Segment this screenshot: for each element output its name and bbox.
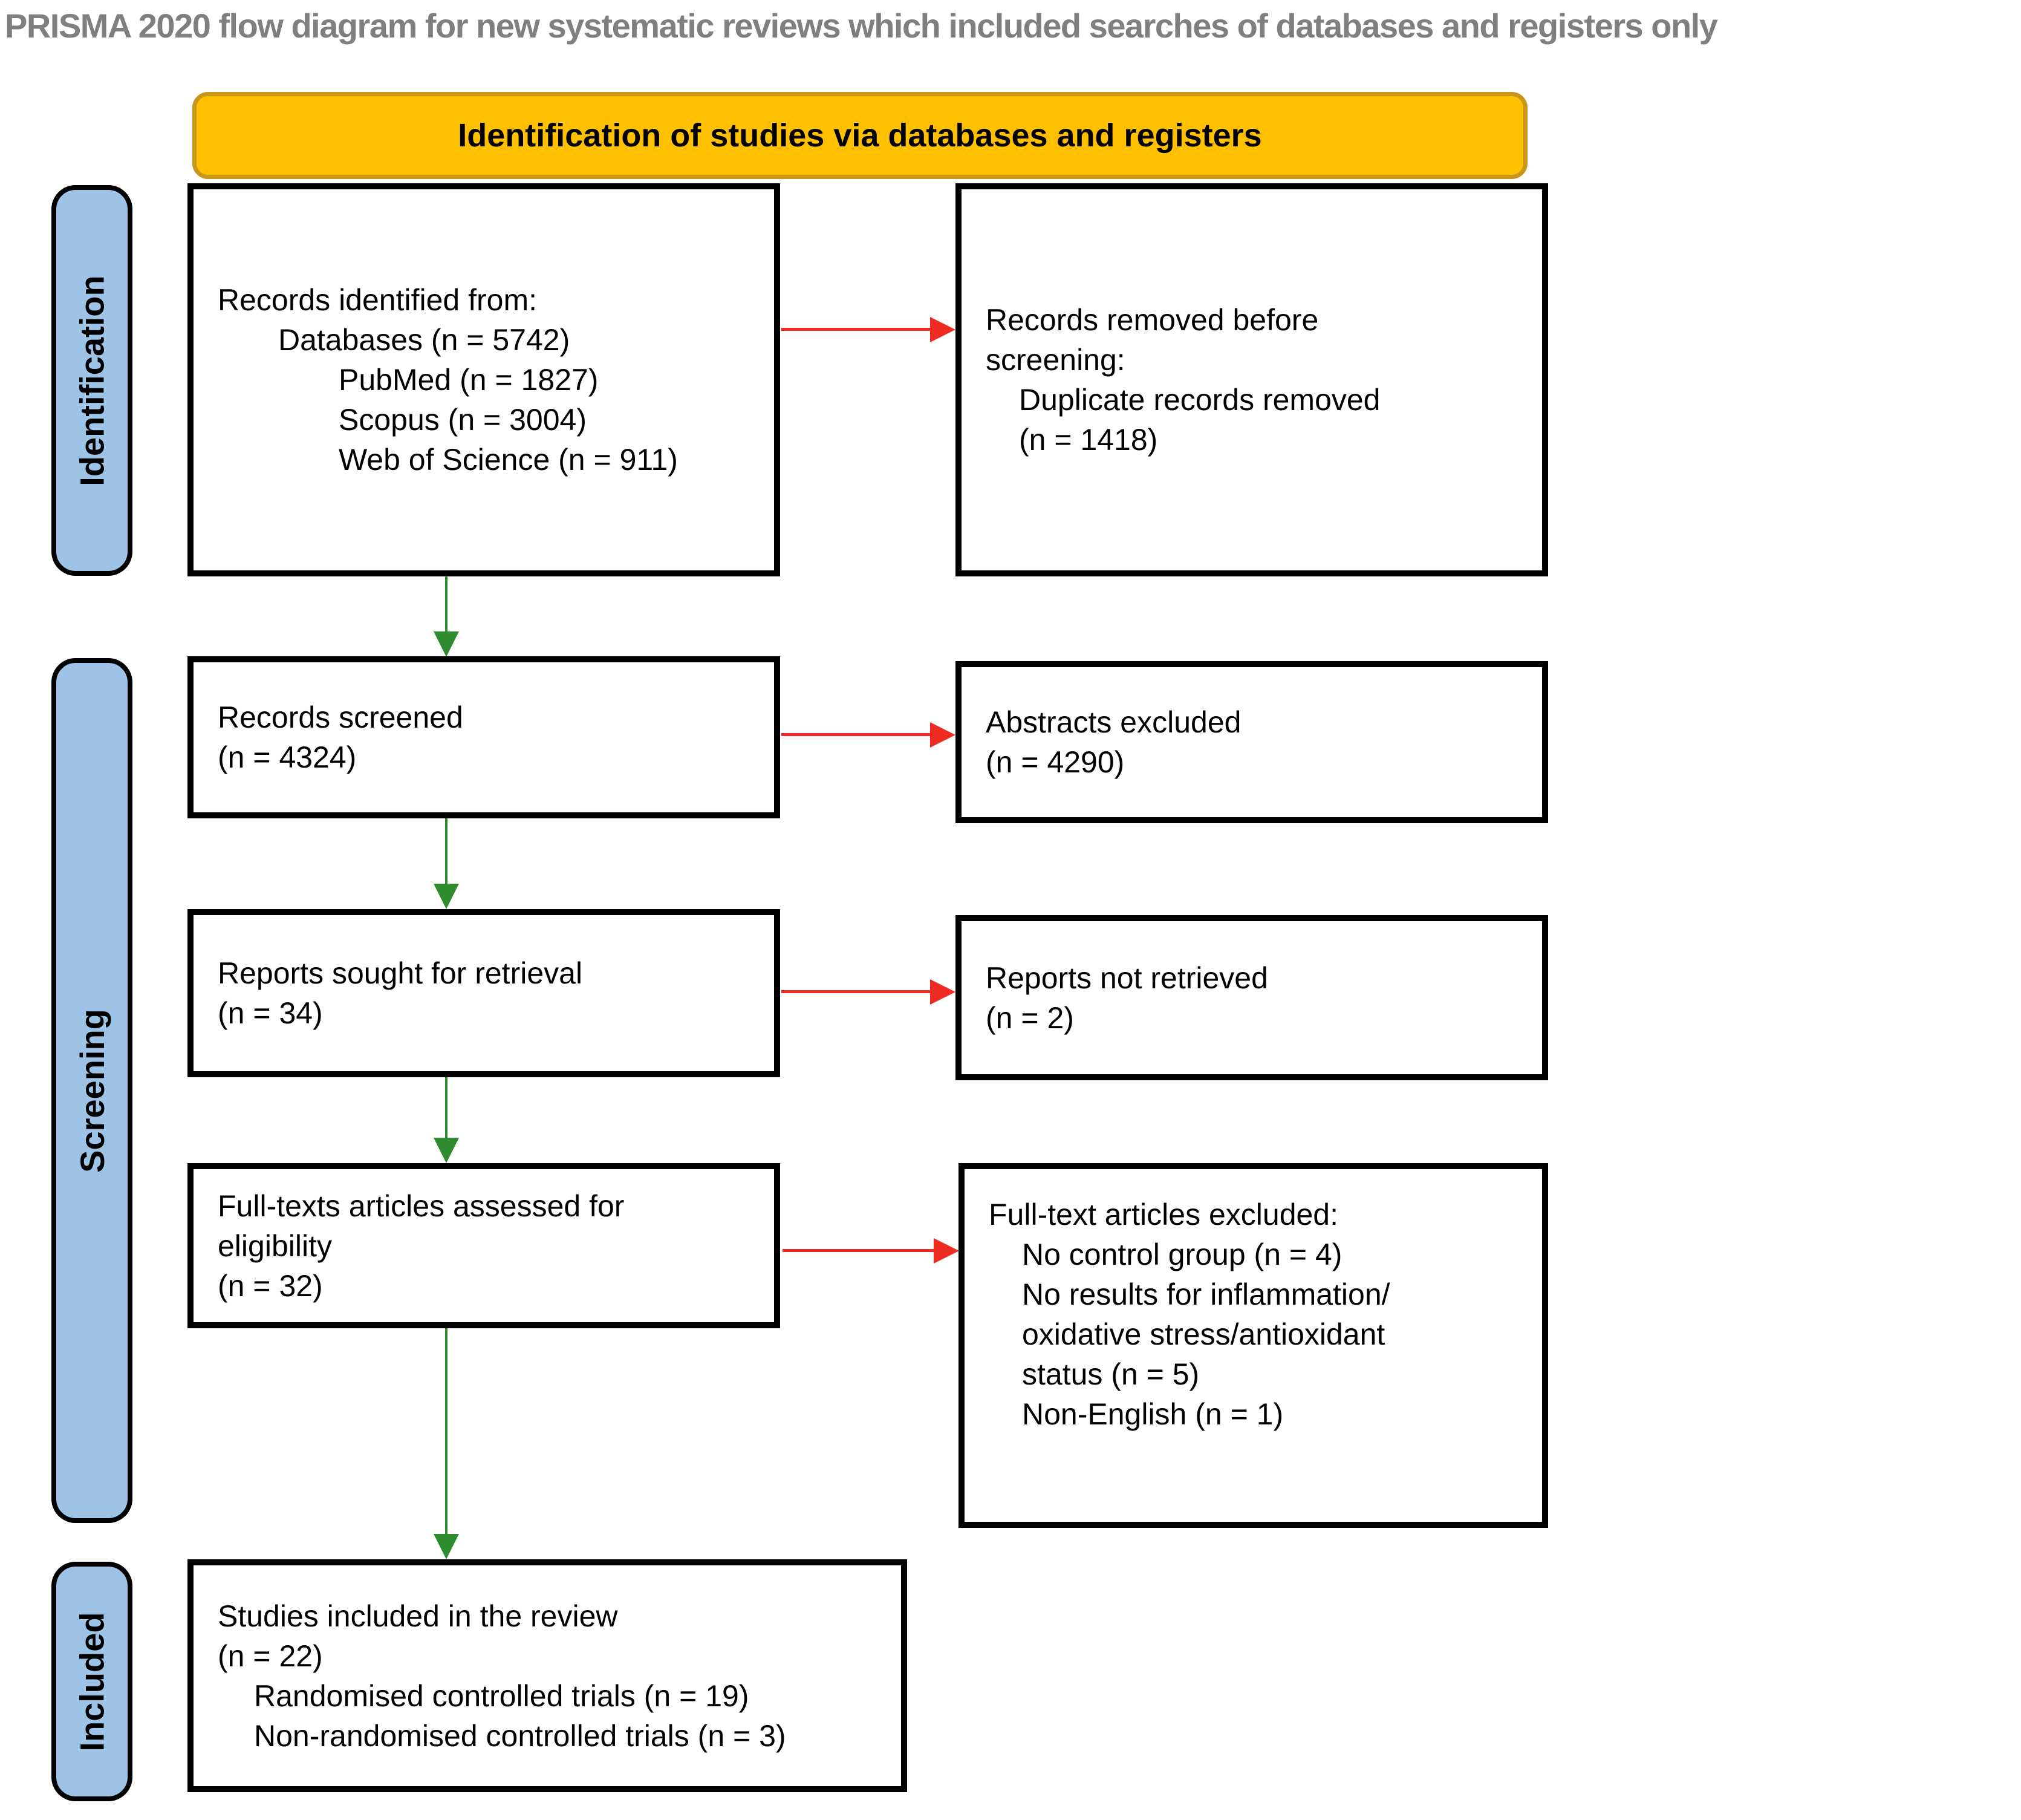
box-line: Studies included in the review <box>218 1599 618 1633</box>
box-line: Abstracts excluded <box>986 705 1242 739</box>
box-line: (n = 1418) <box>1019 423 1158 457</box>
box-line: status (n = 5) <box>1022 1357 1200 1391</box>
arrow-sought-to-assessed-line <box>445 1077 447 1139</box>
box-line: Scopus (n = 3004) <box>339 403 587 437</box>
box-line: Web of Science (n = 911) <box>339 443 678 477</box>
box-line: eligibility <box>218 1228 332 1263</box>
box-line: (n = 4290) <box>986 745 1125 779</box>
box-line: Randomised controlled trials (n = 19) <box>254 1678 749 1713</box>
box-line: PubMed (n = 1827) <box>339 363 599 397</box>
box-line: Records identified from: <box>218 283 538 317</box>
box-line: Non-randomised controlled trials (n = 3) <box>254 1718 786 1753</box>
box-line: screening: <box>986 343 1125 377</box>
box-reports-not-retrieved: Reports not retrieved (n = 2) <box>955 915 1548 1080</box>
box-fulltext-assessed: Full-texts articles assessed for eligibi… <box>187 1163 780 1328</box>
stage-screening-label: Screening <box>73 1008 111 1173</box>
arrow-screened-to-sought-line <box>445 818 447 885</box>
arrow-identified-to-removed-head <box>930 317 955 342</box>
box-line: (n = 34) <box>218 996 323 1030</box>
arrow-sought-to-notretrieved-head <box>930 979 955 1005</box>
box-line: Non-English (n = 1) <box>1022 1397 1284 1431</box>
page-title: PRISMA 2020 flow diagram for new systema… <box>5 7 1718 45</box>
box-line: Reports sought for retrieval <box>218 956 583 990</box>
box-line: (n = 22) <box>218 1639 323 1673</box>
arrow-assessed-to-included-line <box>445 1328 447 1535</box>
stage-identification: Identification <box>51 185 132 576</box>
arrow-identified-to-screened-head <box>434 631 459 657</box>
stage-included: Included <box>51 1562 132 1801</box>
box-line: Full-texts articles assessed for <box>218 1189 625 1223</box>
box-line: (n = 2) <box>986 1000 1074 1035</box>
arrow-sought-to-assessed-head <box>434 1138 459 1163</box>
box-line: (n = 4324) <box>218 740 357 774</box>
box-line: No results for inflammation/ <box>1022 1277 1390 1311</box>
stage-identification-label: Identification <box>73 275 111 486</box>
stage-screening: Screening <box>51 658 132 1523</box>
box-line: Records screened <box>218 700 463 734</box>
banner-identification-of-studies: Identification of studies via databases … <box>192 92 1528 179</box>
box-line: No control group (n = 4) <box>1022 1238 1342 1271</box>
arrow-assessed-to-included-head <box>434 1534 459 1559</box>
box-fulltext-excluded: Full-text articles excluded: No control … <box>958 1163 1548 1528</box>
box-abstracts-excluded: Abstracts excluded (n = 4290) <box>955 661 1548 823</box>
box-records-identified: Records identified from: Databases (n = … <box>187 183 780 576</box>
arrow-assessed-to-ftexcluded-line <box>783 1249 934 1252</box>
box-line: Full-text articles excluded: <box>989 1198 1339 1231</box>
arrow-identified-to-removed-line <box>781 328 930 331</box>
box-line: Databases (n = 5742) <box>278 323 570 357</box>
box-line: Duplicate records removed <box>1019 383 1381 417</box>
banner-label: Identification of studies via databases … <box>458 117 1262 154</box>
box-line: oxidative stress/antioxidant <box>1022 1317 1385 1351</box>
arrow-screened-to-excluded-head <box>930 722 955 748</box>
box-records-screened: Records screened (n = 4324) <box>187 656 780 818</box>
box-line: (n = 32) <box>218 1268 323 1303</box>
box-records-removed: Records removed before screening: Duplic… <box>955 183 1548 576</box>
arrow-identified-to-screened-line <box>445 576 447 633</box>
arrow-assessed-to-ftexcluded-head <box>934 1238 959 1264</box>
box-reports-sought: Reports sought for retrieval (n = 34) <box>187 909 780 1077</box>
arrow-sought-to-notretrieved-line <box>781 990 930 993</box>
box-studies-included: Studies included in the review (n = 22) … <box>187 1559 907 1792</box>
box-line: Records removed before <box>986 303 1319 337</box>
stage-included-label: Included <box>73 1611 111 1752</box>
box-line: Reports not retrieved <box>986 961 1268 995</box>
arrow-screened-to-excluded-line <box>781 733 930 736</box>
arrow-screened-to-sought-head <box>434 884 459 909</box>
